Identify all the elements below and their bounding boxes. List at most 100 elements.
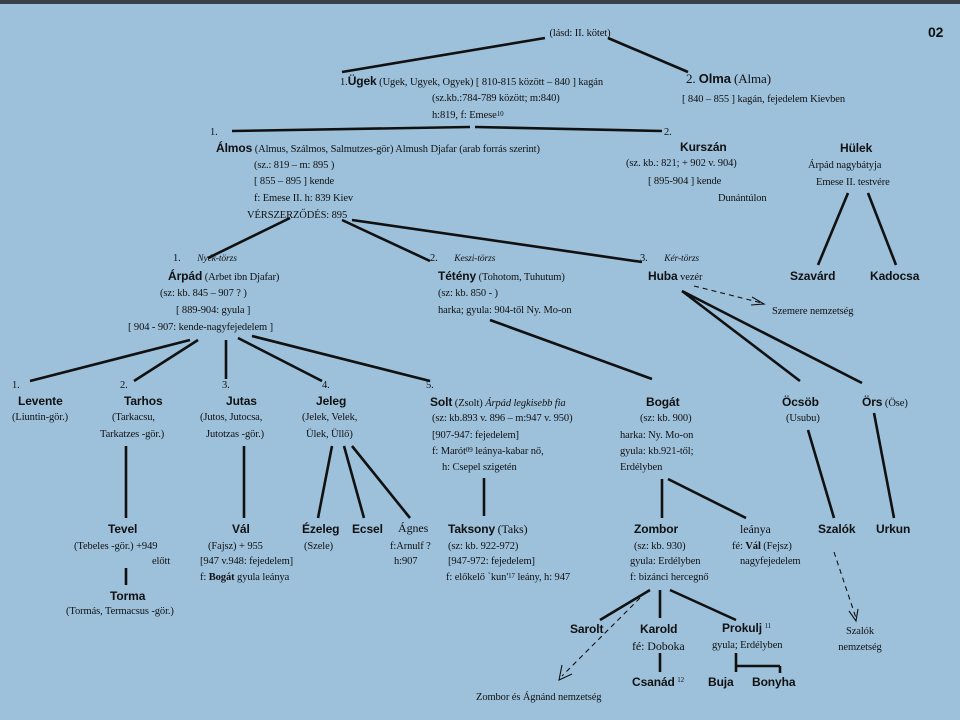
taksony-dates: (sz: kb. 922-972) xyxy=(448,541,519,552)
bogat-dates: (sz: kb. 900) xyxy=(640,413,692,424)
jeleg-alias-2: Ülek, Üllő) xyxy=(306,429,353,440)
almos-blood-oath: VÉRSZERZŐDÉS: 895 xyxy=(247,210,348,221)
hulek-sibling: Emese II. testvére xyxy=(816,177,890,188)
arpad-name: Árpád xyxy=(168,269,203,283)
taksony-name: Taksony xyxy=(448,522,496,536)
solt-spouse-b: leánya-kabar nő, xyxy=(472,446,544,457)
val-alias: (Fajsz) + 955 xyxy=(208,541,263,552)
kurszan-region: Dunántúlon xyxy=(718,193,767,204)
person-huba: Huba vezér xyxy=(648,270,702,284)
taksony-footnote: 17 xyxy=(508,572,515,580)
prokulj-name: Prokulj xyxy=(722,621,762,635)
torma-name: Torma xyxy=(110,589,146,603)
tarhos-name: Tarhos xyxy=(124,394,163,408)
szemere-clan: Szemere nemzetség xyxy=(772,306,854,317)
teteny-title: harka; gyula: 904-től Ny. Mo-on xyxy=(438,305,572,316)
leanya-spouse-a: fé: xyxy=(732,541,746,552)
bogat-title-2: gyula: kb.921-től; xyxy=(620,446,694,457)
arpad-title-kende: [ 904 - 907: kende-nagyfejedelem ] xyxy=(128,322,273,333)
person-prokulj: Prokulj 11 xyxy=(722,622,771,636)
person-huba-head: 3. Kér-törzs xyxy=(640,253,699,265)
almos-spouse: f: Emese II. h: 839 Kiev xyxy=(254,193,354,204)
olma-name: Olma xyxy=(698,71,731,86)
zombor-dates: (sz: kb. 930) xyxy=(634,541,686,552)
szalok-clan-line2: nemzetség xyxy=(838,642,882,653)
bogat-title-1: harka: Ny. Mo-on xyxy=(620,430,694,441)
person-olma: 2. Olma (Alma) xyxy=(686,71,771,86)
hulek-relation: Árpád nagybátyja xyxy=(808,160,882,171)
ocsob-alias: (Usubu) xyxy=(786,413,820,424)
almos-name: Álmos xyxy=(216,141,253,155)
person-ugek: 1.Ügek (Ugek, Ugyek, Ogyek) [ 810-815 kö… xyxy=(340,75,603,89)
leanya-spouse-b: Vál xyxy=(745,541,761,552)
solt-spouse: f: Marót09 leánya-kabar nő, xyxy=(432,446,544,458)
arpad-title-gyula: [ 889-904: gyula ] xyxy=(176,305,251,316)
levente-number: 1. xyxy=(12,380,20,391)
solt-name: Solt xyxy=(430,395,453,409)
szalok-clan-line1: Szalók xyxy=(846,626,874,637)
almos-alias: (Almus, Szálmos, Salmutzes-gör) Almush D… xyxy=(254,144,540,155)
olma-alias: (Alma) xyxy=(734,71,771,86)
val-spouse: f: Bogát gyula leánya xyxy=(200,572,289,584)
olma-title: [ 840 – 855 ] kagán, fejedelem Kievben xyxy=(682,94,845,105)
taksony-spouse-b: leány, h: 947 xyxy=(514,572,570,583)
taksony-spouse: f: előkelő `kun'17 leány, h: 947 xyxy=(446,572,570,584)
szalok-clan: Szalók nemzetség xyxy=(820,626,900,654)
ugek-name: Ügek xyxy=(347,74,377,88)
kurszan-title: [ 895-904 ] kende xyxy=(648,176,722,187)
person-arpad-head: 1. Nyék-törzs xyxy=(173,253,237,265)
teteny-dates: (sz: kb. 850 - ) xyxy=(438,288,498,299)
jutas-number: 3. xyxy=(222,380,230,391)
tarhos-alias-2: Tarkatzes -gör.) xyxy=(100,429,165,440)
jutas-alias-2: Jutotzas -gör.) xyxy=(206,429,264,440)
bogat-region: Erdélyben xyxy=(620,462,663,473)
leanya-title: nagyfejedelem xyxy=(740,556,801,567)
zombor-agnand-clan: Zombor és Ágnánd nemzetség xyxy=(476,692,602,703)
teteny-alias: (Tohotom, Tuhutum) xyxy=(478,272,565,283)
person-csanad: Csanád 12 xyxy=(632,676,684,690)
zombor-title: gyula: Erdélyben xyxy=(630,556,701,567)
val-name: Vál xyxy=(232,522,250,536)
taksony-alias: (Taks) xyxy=(497,522,528,536)
ecsel-name: Ecsel xyxy=(352,522,383,536)
sarolt-name: Sarolt xyxy=(570,622,604,636)
ors-name: Örs xyxy=(862,395,883,409)
kurszan-dates: (sz. kb.: 821; + 902 v. 904) xyxy=(626,158,737,169)
csanad-footnote: 12 xyxy=(677,676,685,684)
volume-reference: (lásd: II. kötet) xyxy=(549,28,611,39)
val-spouse-b: Bogát xyxy=(208,572,235,583)
ezeleg-name: Ézeleg xyxy=(302,522,340,536)
solt-note: Árpád legkisebb fia xyxy=(485,398,566,409)
ugek-spouse: h:819, f: Emese10 xyxy=(432,110,504,122)
karold-name: Karold xyxy=(640,622,678,636)
kurszan-number: 2. xyxy=(664,127,672,138)
solt-footnote: 09 xyxy=(465,446,473,454)
tevel-death: előtt xyxy=(152,556,171,567)
karold-spouse: fé: Doboka xyxy=(632,639,685,653)
tarhos-alias-1: (Tarkacsu, xyxy=(112,412,155,423)
agnes-year: h:907 xyxy=(394,556,418,567)
person-ors: Örs (Öse) xyxy=(862,396,908,410)
tevel-name: Tevel xyxy=(108,522,138,536)
buja-name: Buja xyxy=(708,675,734,689)
page-number: 02 xyxy=(928,24,944,40)
torma-alias: (Tormás, Termacsus -gör.) xyxy=(66,606,174,617)
hulek-name: Hülek xyxy=(840,141,873,155)
ugek-spouse-text: h:819, f: Emese xyxy=(432,110,497,121)
urkun-name: Urkun xyxy=(876,522,911,536)
zombor-name: Zombor xyxy=(634,522,679,536)
taksony-spouse-a: f: előkelő `kun' xyxy=(446,572,509,583)
zombor-spouse: f: bizánci hercegnő xyxy=(630,572,709,583)
leanya-spouse-c: (Fejsz) xyxy=(760,541,792,552)
arpad-tribe: Nyék-törzs xyxy=(197,254,237,264)
ocsob-name: Öcsöb xyxy=(782,395,819,409)
solt-burial: h: Csepel szigetén xyxy=(442,462,517,473)
ezeleg-alias: (Szele) xyxy=(304,541,334,552)
ors-alias: (Öse) xyxy=(884,398,908,409)
jeleg-name: Jeleg xyxy=(316,394,347,408)
teteny-number: 2. xyxy=(430,253,438,264)
solt-alias: (Zsolt) xyxy=(454,398,483,409)
arpad-number: 1. xyxy=(173,253,181,264)
huba-title: vezér xyxy=(680,272,703,283)
